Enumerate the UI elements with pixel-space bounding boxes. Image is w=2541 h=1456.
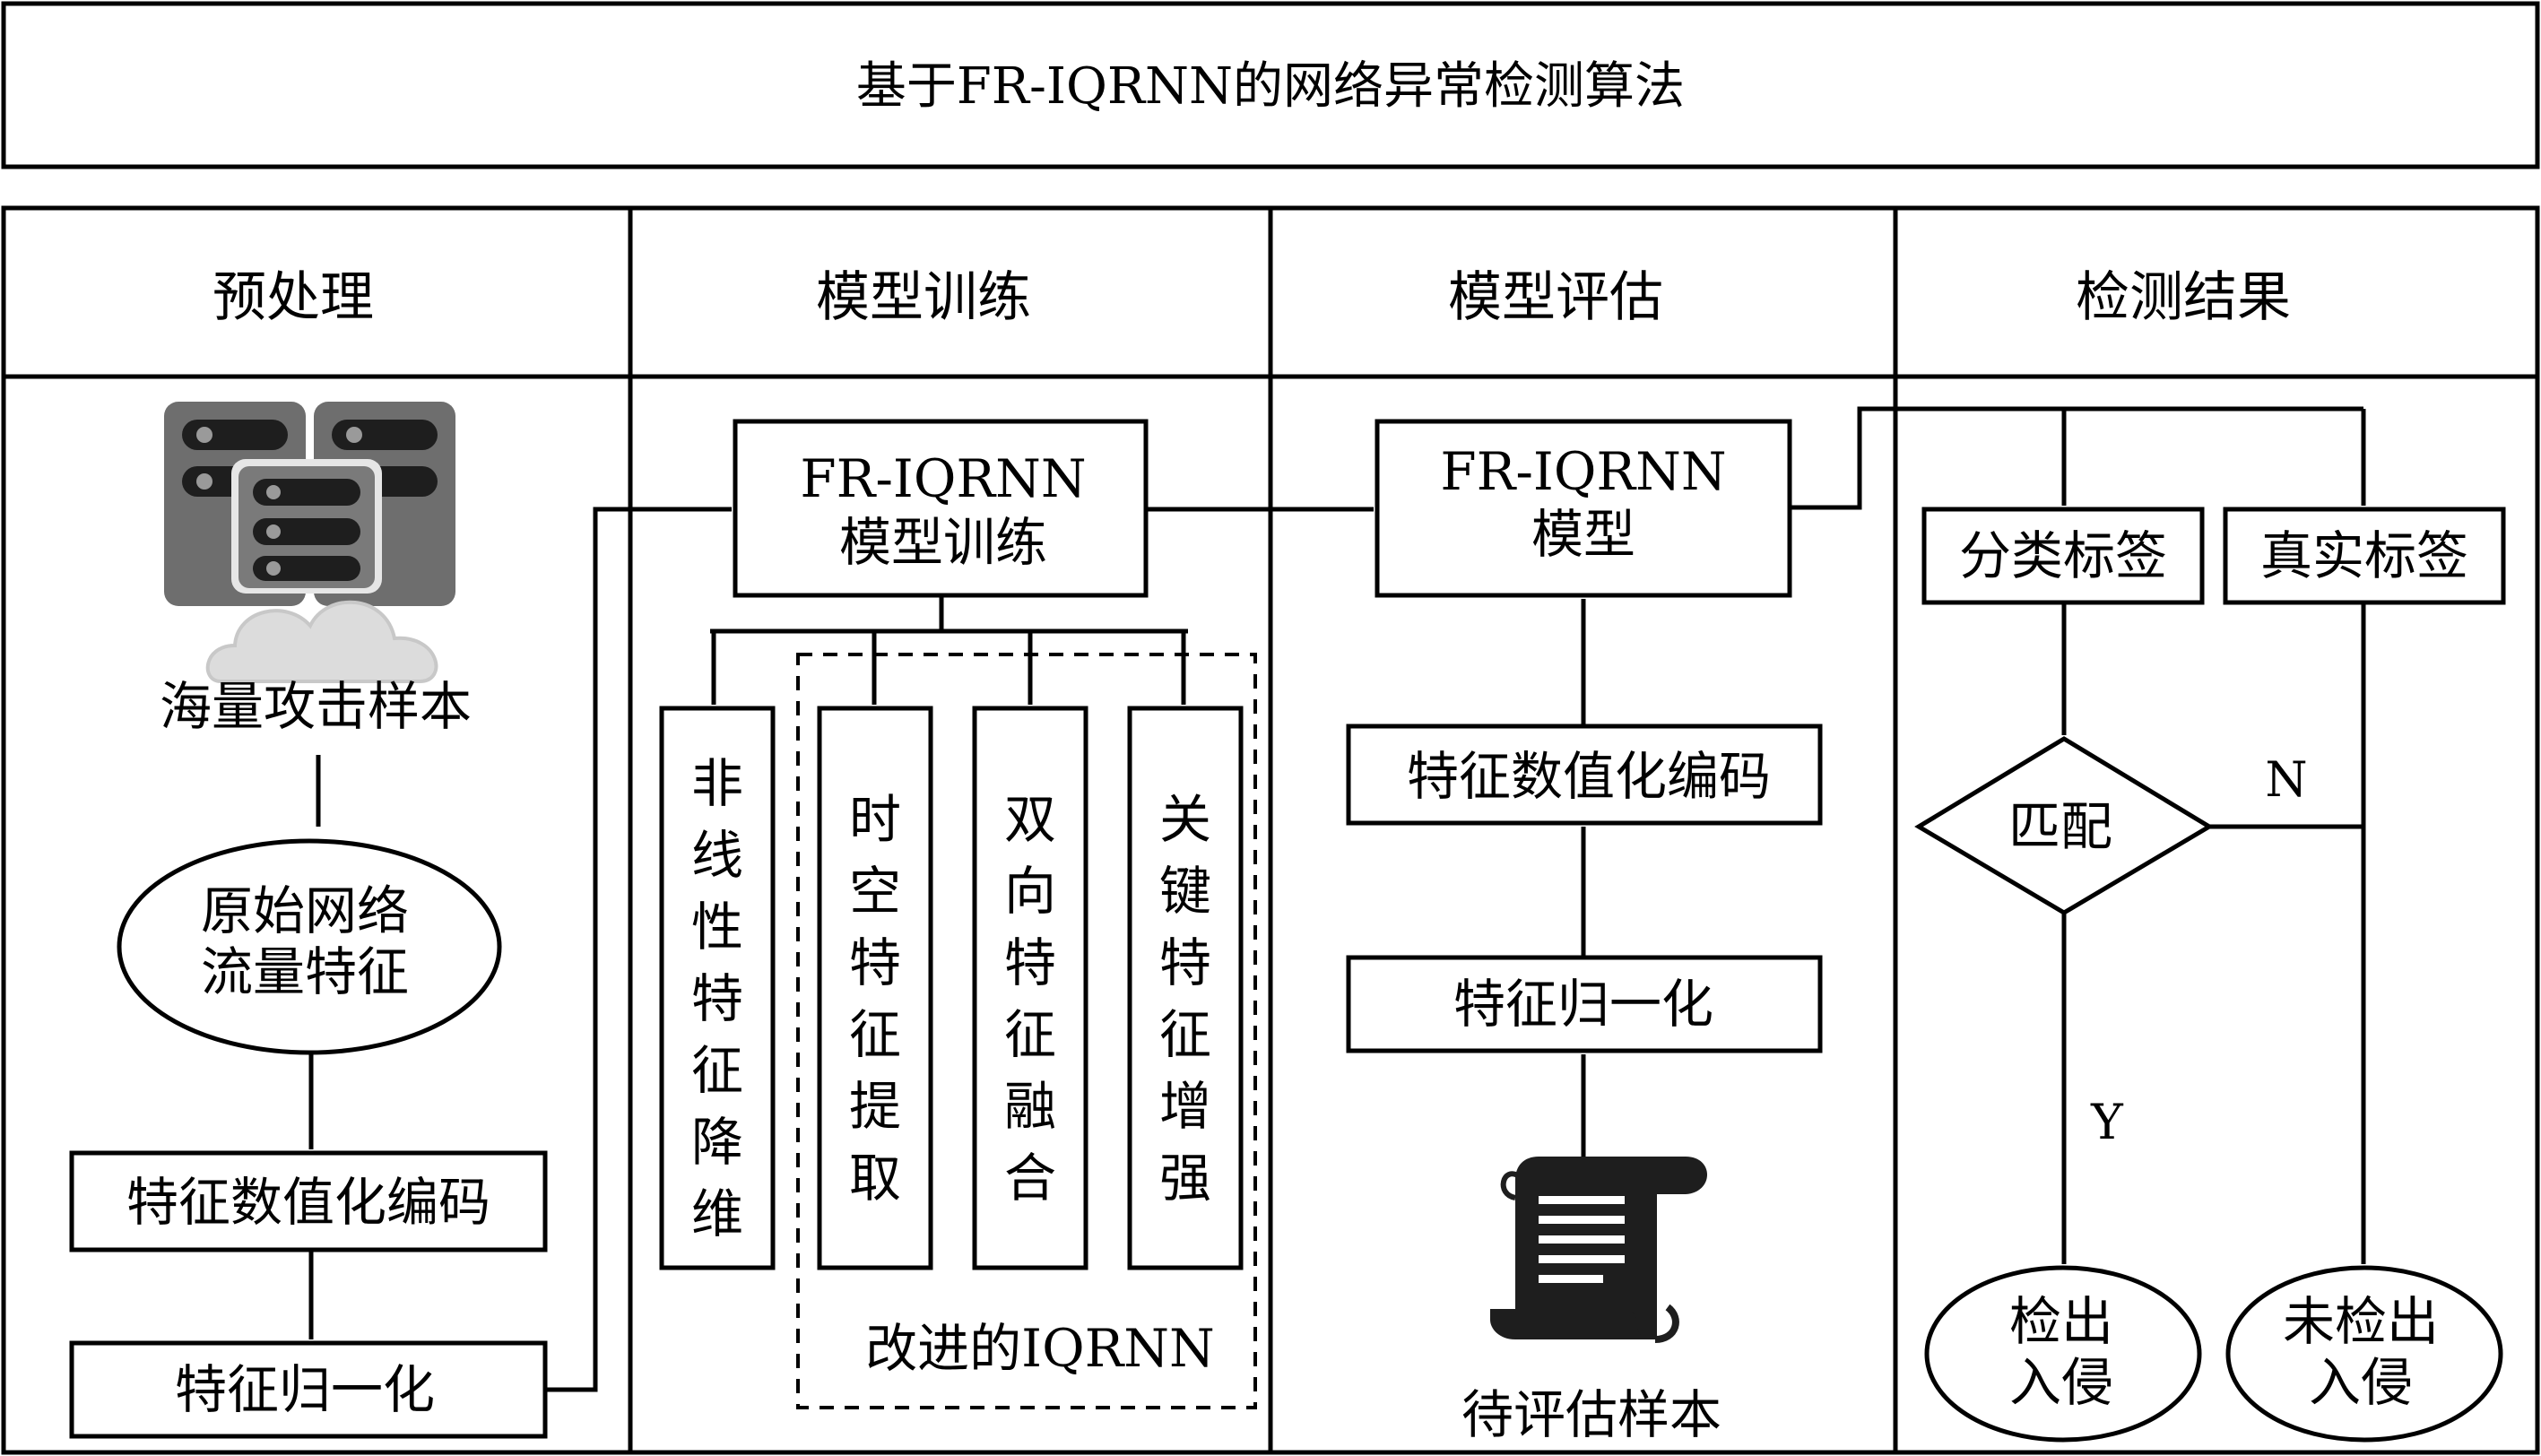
branch-1-char: 线 bbox=[691, 825, 743, 886]
branch-4-char: 增 bbox=[1159, 1076, 1211, 1137]
branch-3-char: 征 bbox=[1004, 1004, 1056, 1065]
branch-4-char: 键 bbox=[1159, 861, 1211, 922]
branch-text-key-feature-enhancement: 关 键 特 征 增 强 bbox=[1159, 789, 1211, 1209]
true-label-box bbox=[2223, 507, 2506, 605]
match-decision-label: 匹配 bbox=[2008, 796, 2112, 857]
column-heading-evaluation: 模型评估 bbox=[1448, 266, 1663, 329]
branch-3-char: 融 bbox=[1004, 1076, 1056, 1137]
branch-box-bidirectional-fusion bbox=[972, 706, 1088, 1270]
title-box bbox=[1, 1, 2540, 169]
true-label-text: 真实标签 bbox=[2260, 525, 2468, 586]
diagram-title: 基于FR-IQRNN的网络异常检测算法 bbox=[856, 57, 1685, 116]
preprocess-encoding-box bbox=[69, 1150, 548, 1252]
branch-1-char: 维 bbox=[691, 1183, 743, 1244]
intrusion-detected-line2: 入侵 bbox=[2009, 1352, 2113, 1413]
branch-3-char: 双 bbox=[1004, 789, 1056, 850]
training-model-box bbox=[733, 419, 1149, 598]
raw-traffic-features-line2: 流量特征 bbox=[201, 941, 409, 1002]
evaluation-encoding-label: 特征数值化编码 bbox=[1407, 746, 1771, 807]
yes-branch-label: Y bbox=[2090, 1094, 2124, 1150]
intrusion-detected-line1: 检出 bbox=[2009, 1291, 2113, 1352]
predicted-label-text: 分类标签 bbox=[1959, 525, 2167, 586]
branch-2-char: 时 bbox=[849, 789, 901, 850]
training-model-line2: 模型训练 bbox=[839, 512, 1047, 573]
raw-traffic-features-line1: 原始网络 bbox=[201, 880, 409, 941]
evaluation-encoding-box bbox=[1346, 724, 1823, 826]
branch-3-char: 特 bbox=[1004, 932, 1056, 993]
branch-text-dimension-reduction: 非 线 性 特 征 降 维 bbox=[691, 753, 743, 1244]
branch-4-char: 关 bbox=[1159, 789, 1211, 850]
branch-2-char: 提 bbox=[849, 1076, 901, 1137]
preprocess-normalize-label: 特征归一化 bbox=[175, 1359, 435, 1420]
branch-2-char: 征 bbox=[849, 1004, 901, 1065]
branch-4-char: 特 bbox=[1159, 932, 1211, 993]
branch-2-char: 空 bbox=[849, 861, 901, 922]
branch-2-char: 取 bbox=[849, 1148, 901, 1209]
server-cloud-icon bbox=[164, 402, 455, 683]
branch-1-char: 特 bbox=[691, 968, 743, 1029]
branch-box-spatiotemporal-extraction bbox=[817, 706, 933, 1270]
document-scroll-icon bbox=[1490, 1157, 1707, 1343]
arrow-preprocess-to-training bbox=[545, 507, 732, 1392]
column-heading-result: 检测结果 bbox=[2076, 266, 2291, 329]
training-model-line1: FR-IQRNN bbox=[800, 448, 1086, 509]
branch-4-char: 强 bbox=[1159, 1148, 1211, 1209]
column-heading-preprocess: 预处理 bbox=[212, 266, 374, 329]
intrusion-detected-node bbox=[1924, 1265, 2202, 1443]
improved-iqrnn-dashed-group bbox=[796, 653, 1257, 1409]
evaluation-normalize-box bbox=[1346, 955, 1823, 1053]
intrusion-undetected-node bbox=[2225, 1265, 2503, 1443]
pending-samples-label: 待评估样本 bbox=[1461, 1384, 1721, 1445]
branch-3-char: 合 bbox=[1004, 1148, 1056, 1209]
evaluation-model-line2: 模型 bbox=[1531, 504, 1635, 565]
branch-text-bidirectional-fusion: 双 向 特 征 融 合 bbox=[1004, 789, 1056, 1209]
evaluation-model-line1: FR-IQRNN bbox=[1440, 441, 1726, 502]
branch-1-char: 征 bbox=[691, 1040, 743, 1101]
intrusion-undetected-line2: 入侵 bbox=[2309, 1352, 2413, 1413]
branch-1-char: 非 bbox=[691, 753, 743, 814]
arrow-model-to-results bbox=[1790, 406, 2363, 510]
branch-1-char: 性 bbox=[691, 897, 743, 958]
preprocess-encoding-label: 特征数值化编码 bbox=[126, 1172, 490, 1233]
column-heading-training: 模型训练 bbox=[816, 266, 1031, 329]
evaluation-normalize-label: 特征归一化 bbox=[1453, 974, 1713, 1035]
branch-1-char: 降 bbox=[691, 1112, 743, 1173]
branch-box-key-feature-enhancement bbox=[1127, 706, 1244, 1270]
preprocess-normalize-box bbox=[69, 1340, 548, 1439]
branch-text-spatiotemporal-extraction: 时 空 特 征 提 取 bbox=[849, 789, 901, 1209]
attack-samples-label: 海量攻击样本 bbox=[160, 676, 472, 737]
branch-4-char: 征 bbox=[1159, 1004, 1211, 1065]
improved-iqrnn-label: 改进的IQRNN bbox=[865, 1318, 1215, 1379]
branch-2-char: 特 bbox=[849, 932, 901, 993]
no-branch-label: N bbox=[2265, 751, 2307, 808]
branch-box-dimension-reduction bbox=[659, 706, 776, 1270]
intrusion-undetected-line1: 未检出 bbox=[2283, 1291, 2439, 1352]
predicted-label-box bbox=[1921, 507, 2205, 605]
branch-3-char: 向 bbox=[1004, 861, 1056, 922]
